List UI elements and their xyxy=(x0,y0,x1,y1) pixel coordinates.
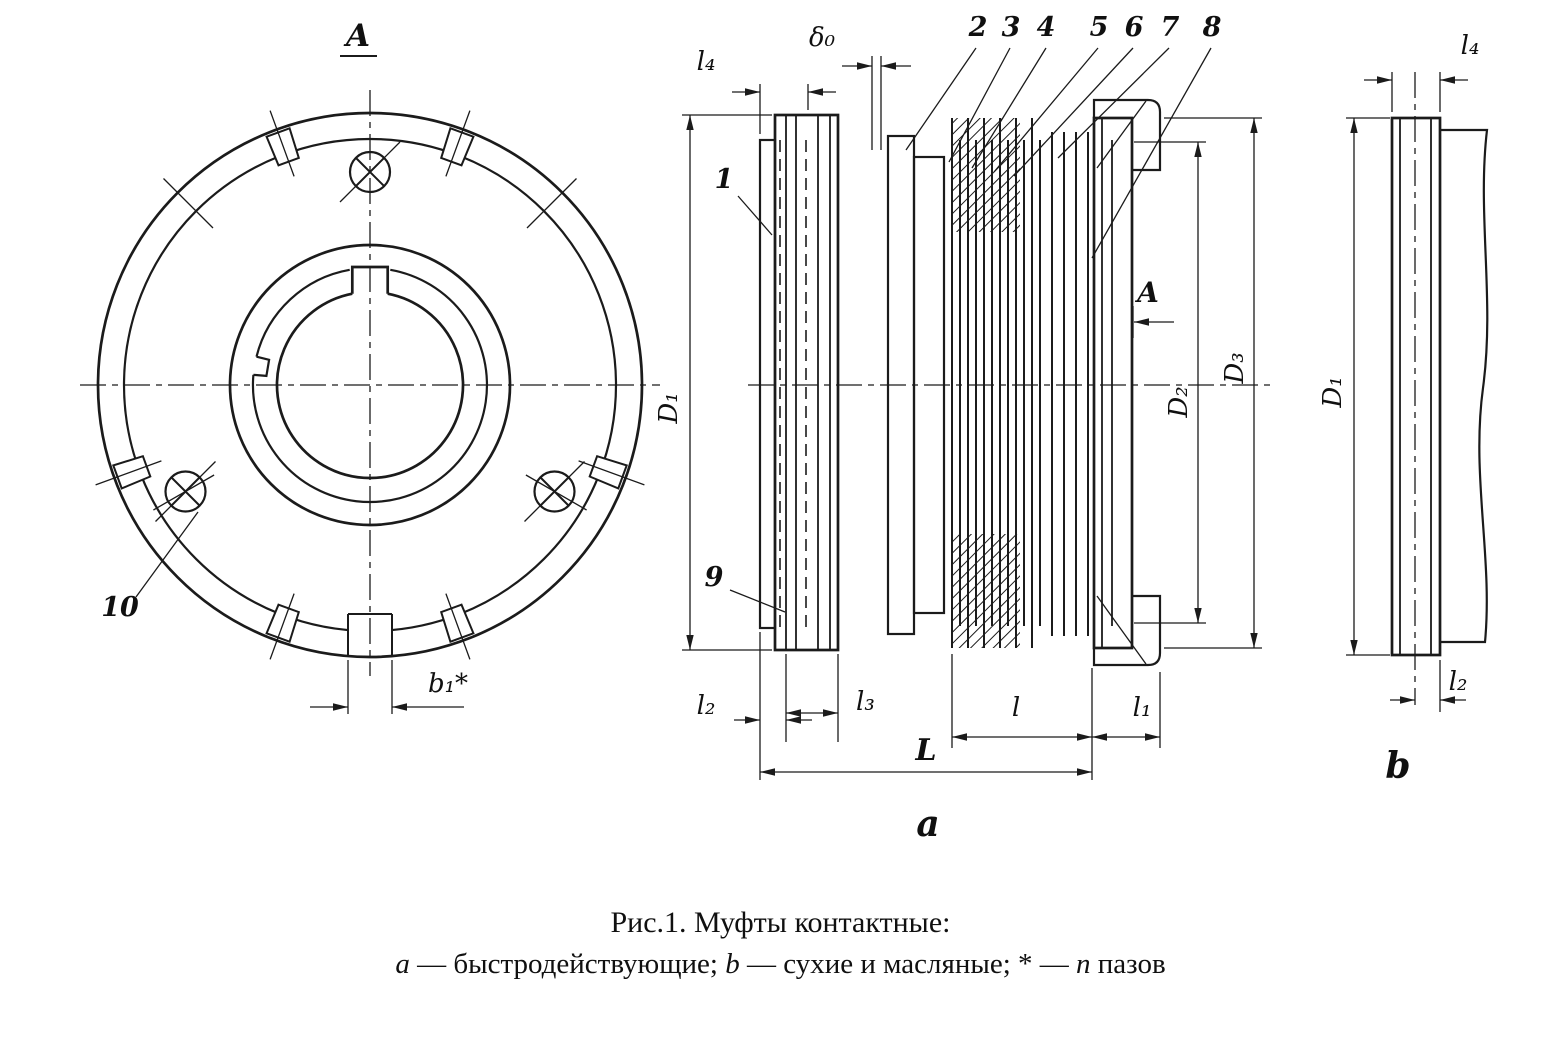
caption-a-text: — быстродействующие; xyxy=(409,948,726,980)
outer-drum xyxy=(1092,98,1162,667)
dim-D1-side: D₁ xyxy=(1318,117,1390,656)
view-a-marker: A xyxy=(343,18,370,54)
svg-text:l: l xyxy=(1012,693,1020,723)
dim-l: l xyxy=(951,654,1093,780)
caption-n-key: n xyxy=(1076,948,1091,980)
disc-pack xyxy=(951,118,1089,648)
part-8-label: 8 xyxy=(1202,12,1222,43)
part-5-label: 5 xyxy=(1090,12,1109,43)
section-arrow-A: A xyxy=(1132,276,1174,338)
svg-text:δ₀: δ₀ xyxy=(809,23,836,53)
disc-b xyxy=(1390,116,1442,657)
dim-l4-side: l₄ xyxy=(1364,31,1479,112)
svg-text:D₁: D₁ xyxy=(654,392,684,424)
screw-top xyxy=(339,141,401,203)
part-9-label: 9 xyxy=(705,562,724,593)
svg-text:b₁*: b₁* xyxy=(428,669,468,699)
front-centerlines xyxy=(80,90,660,676)
svg-text:A: A xyxy=(1134,276,1159,309)
subview-a-label: a xyxy=(916,803,939,845)
bottom-slot xyxy=(347,613,393,657)
caption-a-key: а xyxy=(395,948,410,980)
front-view: A 10 b₁* xyxy=(80,18,660,714)
caption-star-key: * xyxy=(1018,948,1033,980)
subview-b-label: b xyxy=(1385,745,1410,787)
part-10-label: 10 xyxy=(101,592,139,623)
dim-D2: D₂ xyxy=(1134,141,1206,624)
part-4-label: 4 xyxy=(1037,12,1056,43)
broken-plate xyxy=(1440,128,1489,644)
caption-b-text: — сухие и масляные; xyxy=(739,948,1019,980)
svg-text:l₁: l₁ xyxy=(1133,693,1152,723)
dim-L: L xyxy=(760,733,1092,776)
dim-l2-section: l₂ xyxy=(697,632,812,780)
part-6-label: 6 xyxy=(1125,12,1144,43)
svg-text:l₂: l₂ xyxy=(697,691,716,721)
section-view-a: 1 9 2 3 4 5 6 7 8 l₄ δ₀ D₁ xyxy=(654,12,1272,845)
part-10-leader xyxy=(135,511,199,598)
svg-text:D₁: D₁ xyxy=(1318,376,1348,408)
caption-b-key: b xyxy=(725,948,740,980)
screw-right xyxy=(524,461,585,522)
part-leaders xyxy=(729,47,1212,613)
dim-b1: b₁* xyxy=(310,660,468,714)
dim-D1-section: D₁ xyxy=(654,114,772,651)
part-7-label: 7 xyxy=(1161,12,1180,43)
dim-l2-side: l₂ xyxy=(1390,660,1467,712)
hatched-ring-bottom xyxy=(952,534,1020,648)
part-3-label: 3 xyxy=(1002,12,1021,43)
dim-l4-section: l₄ xyxy=(697,47,836,134)
svg-text:l₄: l₄ xyxy=(697,47,716,77)
caption-star-dash: — xyxy=(1032,948,1077,980)
hub-middle-circle xyxy=(251,268,488,504)
svg-text:l₄: l₄ xyxy=(1461,31,1480,61)
screw-left xyxy=(155,461,216,522)
svg-text:l₂: l₂ xyxy=(1449,667,1468,697)
hatched-ring-top xyxy=(952,118,1020,232)
armature-disc xyxy=(758,113,840,652)
dim-l3: l₃ xyxy=(786,654,875,742)
svg-text:D₂: D₂ xyxy=(1164,386,1194,418)
caption-title: Рис.1. Муфты контактные: xyxy=(610,906,951,939)
dim-l1: l₁ xyxy=(1092,672,1161,748)
dim-D3: D₃ xyxy=(1164,117,1262,649)
dim-delta0: δ₀ xyxy=(809,23,911,150)
svg-text:l₃: l₃ xyxy=(856,687,875,717)
caption-n-text: пазов xyxy=(1090,948,1166,980)
side-view-b: l₄ D₁ l₂ b xyxy=(1318,31,1489,787)
svg-text:L: L xyxy=(914,733,936,768)
part-1-label: 1 xyxy=(715,164,734,195)
caption-subtitle: а — быстродействующие; b — сухие и масля… xyxy=(0,948,1561,981)
figure-caption: Рис.1. Муфты контактные: а — быстродейст… xyxy=(0,906,1561,981)
part-2-label: 2 xyxy=(968,12,988,43)
svg-text:D₃: D₃ xyxy=(1220,352,1250,384)
